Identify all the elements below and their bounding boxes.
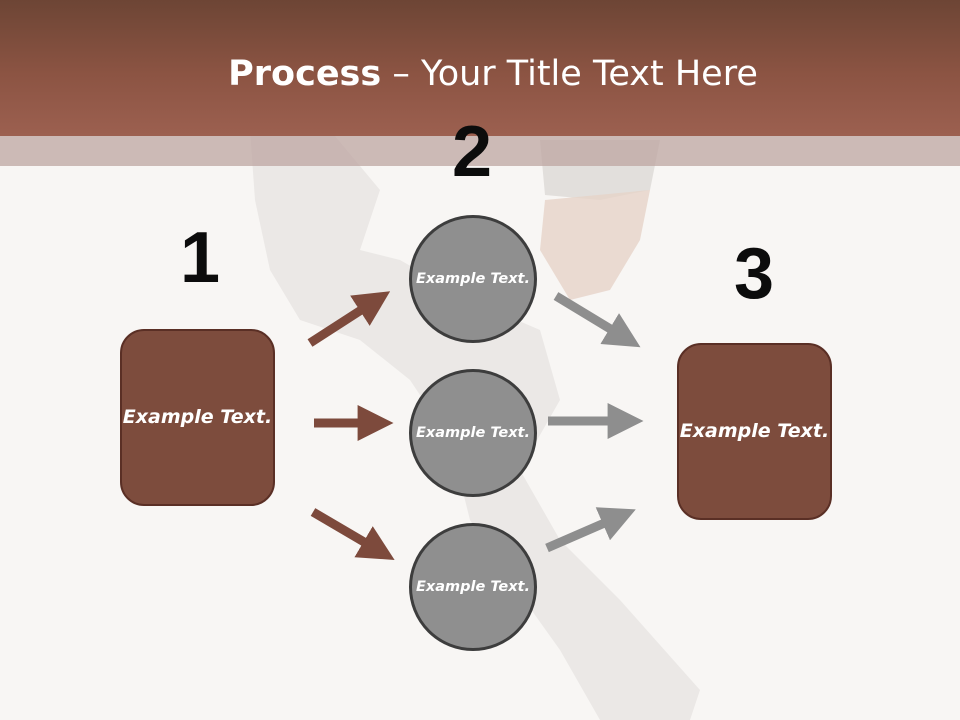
- circle-1: Example Text.: [409, 215, 537, 343]
- left-box-text: Example Text.: [122, 406, 273, 428]
- step-number-3: 3: [733, 234, 775, 314]
- title-underband: [0, 136, 960, 166]
- arrow-circle1-to-box3: [553, 292, 641, 348]
- arrow-box1-to-circle1: [307, 291, 391, 347]
- right-box-text: Example Text.: [679, 420, 830, 442]
- circle-2-text: Example Text.: [415, 424, 531, 441]
- slide-title: Process – Your Title Text Here: [0, 52, 960, 96]
- step-number-2: 2: [451, 112, 493, 192]
- circle-3-text: Example Text.: [415, 578, 531, 595]
- left-box: Example Text.: [120, 329, 275, 506]
- right-box: Example Text.: [677, 343, 832, 520]
- arrow-box1-to-circle3: [310, 508, 395, 560]
- circle-2: Example Text.: [409, 369, 537, 497]
- step-number-1: 1: [179, 218, 221, 298]
- circle-1-text: Example Text.: [415, 270, 531, 287]
- title-bold: Process: [228, 54, 382, 94]
- title-bar: [0, 0, 960, 136]
- title-rest: – Your Title Text Here: [381, 54, 758, 94]
- circle-3: Example Text.: [409, 523, 537, 651]
- arrow-circle3-to-box3: [545, 507, 636, 553]
